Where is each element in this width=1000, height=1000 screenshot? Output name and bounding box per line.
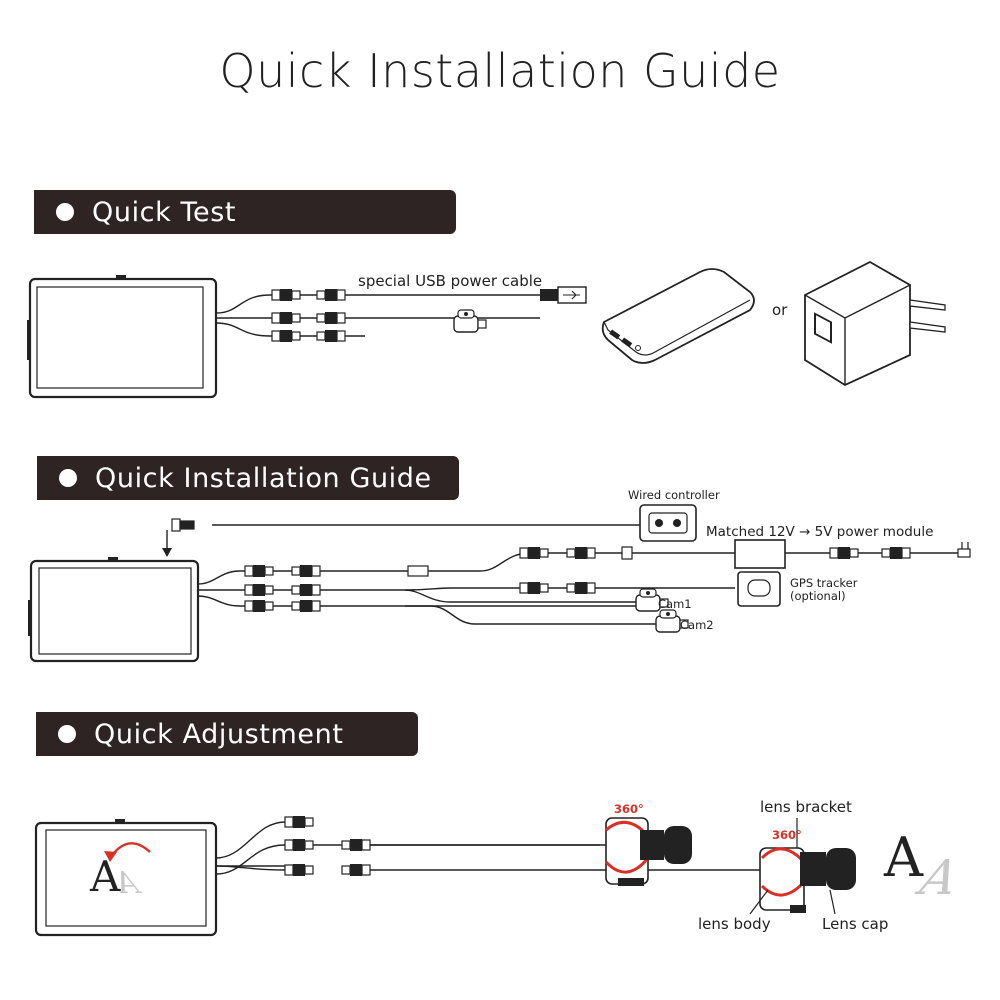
section-heading: Quick Adjustment [94, 718, 344, 750]
cable-harness-install [197, 524, 960, 625]
wired-controller-icon [639, 504, 697, 542]
connector [171, 518, 195, 532]
section-heading: Quick Installation Guide [95, 462, 432, 494]
wired-controller-label: Wired controller [628, 488, 720, 502]
connector [316, 311, 346, 325]
connector [291, 564, 321, 578]
connector [881, 546, 911, 560]
bullet-dot [59, 469, 77, 487]
connector [271, 329, 301, 343]
lens-bracket-label: lens bracket [760, 798, 852, 816]
connector [519, 546, 549, 560]
connector [316, 288, 346, 302]
arrow-down-icon [162, 530, 172, 557]
power-module-label: Matched 12V → 5V power module [706, 524, 934, 540]
connector [271, 311, 301, 325]
gps-tracker-icon [737, 571, 781, 607]
connector [244, 564, 274, 578]
connector [291, 599, 321, 613]
gps-optional-label: (optional) [790, 589, 846, 603]
connector [284, 838, 314, 852]
page-title: Quick Installation Guide [219, 44, 781, 98]
usb-cable-label: special USB power cable [358, 272, 543, 290]
section-bar-quick-test: Quick Test [34, 190, 456, 234]
connector [519, 581, 549, 595]
connector [271, 288, 301, 302]
glyph-upright-output: A [884, 826, 923, 889]
connector [244, 583, 274, 597]
inline-fuse [621, 546, 633, 560]
rotate-label-lens: 360° [614, 802, 644, 816]
section-bar-adjustment: Quick Adjustment [36, 712, 418, 756]
camera-lens-bracket-icon [759, 847, 856, 913]
connector [244, 599, 274, 613]
camera-lens-rotated-icon [604, 817, 692, 886]
lens-cap-label: Lens cap [822, 915, 889, 933]
power-bank-icon [601, 268, 755, 364]
callout-lines [749, 818, 836, 915]
monitor-installation [28, 557, 200, 663]
usb-plug-icon [540, 286, 587, 304]
lens-body-label: lens body [698, 915, 771, 933]
rotate-label-bracket: 360° [772, 828, 802, 842]
cable-harness-adjust [215, 821, 760, 875]
terminal-connector-icon [957, 542, 971, 558]
connector [829, 546, 859, 560]
power-module-icon [734, 539, 786, 569]
glyph-upright-monitor: A [90, 852, 121, 901]
section-heading: Quick Test [92, 196, 237, 228]
cam1-label: Cam1 [658, 597, 692, 611]
rotate-arrow-icon [104, 842, 151, 862]
or-label: or [772, 301, 788, 319]
section-bar-installation: Quick Installation Guide [37, 456, 459, 500]
monitor-quick-test [27, 275, 218, 399]
connector [341, 863, 371, 877]
camera-icon [453, 309, 487, 333]
bullet-dot [58, 725, 76, 743]
gps-tracker-label: GPS tracker [790, 576, 858, 590]
connector [316, 329, 346, 343]
monitor-adjustment [34, 819, 218, 937]
connector [284, 815, 314, 829]
inline-fuse [407, 565, 429, 577]
connector [566, 546, 596, 560]
connector [291, 583, 321, 597]
bullet-dot [56, 203, 74, 221]
connector [341, 838, 371, 852]
wall-adapter-icon [804, 260, 946, 387]
connector [566, 581, 596, 595]
cable-harness-test [215, 294, 540, 337]
connector [284, 863, 314, 877]
cam2-label: Cam2 [680, 618, 714, 632]
